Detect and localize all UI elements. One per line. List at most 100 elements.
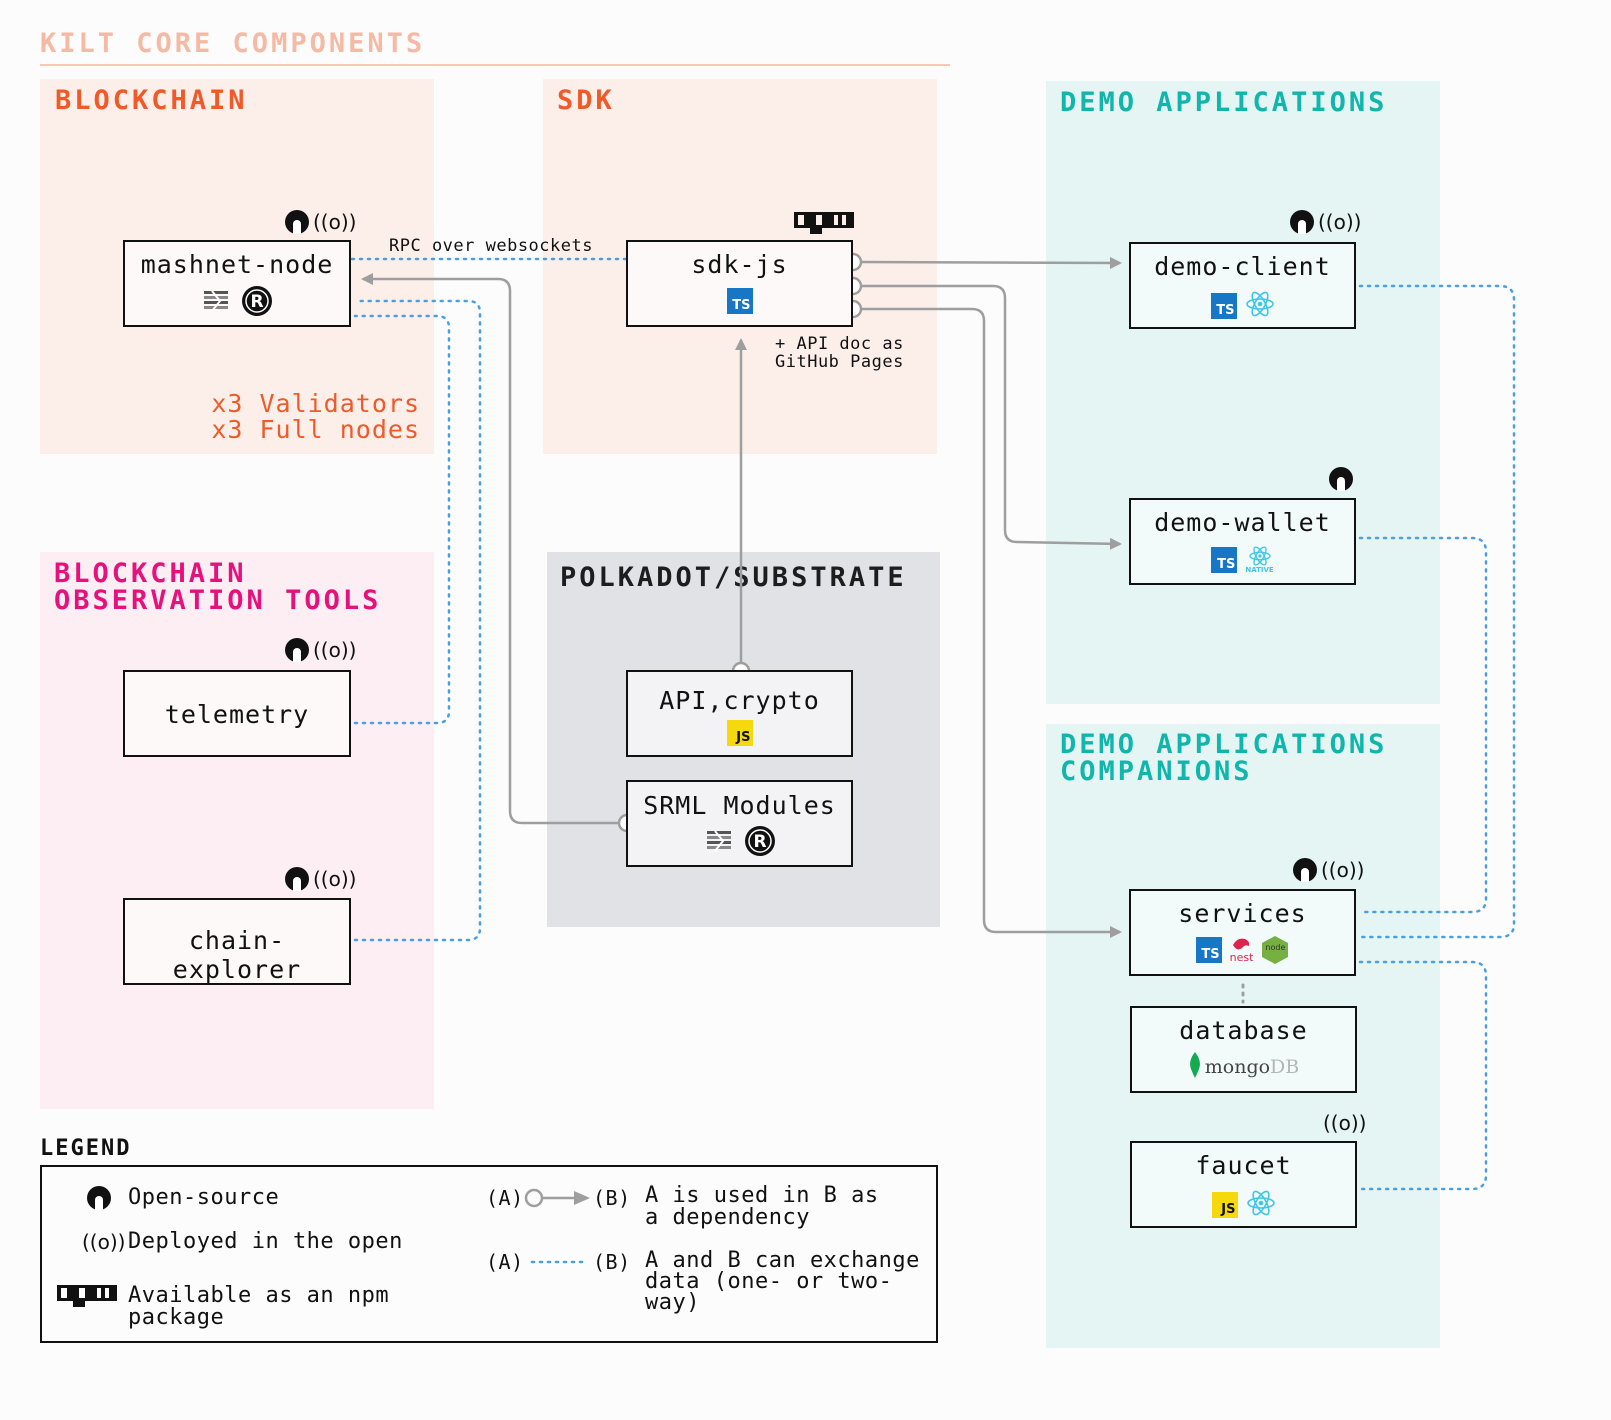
open-source-icon <box>86 1185 112 1215</box>
services-label: services <box>1178 899 1307 928</box>
dep-sdk-to-services <box>862 307 1122 938</box>
substrate-icon <box>703 825 735 861</box>
nodejs-icon: node <box>1261 935 1289 965</box>
mongodb-wordmark: mongoDB <box>1205 1056 1300 1078</box>
react-native-icon: NATIVE <box>1245 546 1274 574</box>
mashnet-node-box[interactable]: mashnet-node R <box>123 240 351 327</box>
open-source-icon <box>1328 466 1354 496</box>
sdk-js-box[interactable]: sdk-js TS <box>626 240 853 327</box>
chain-explorer-label: chain-explorer <box>172 926 302 984</box>
legend-npm-line1: Available as an npm <box>128 1283 390 1308</box>
rust-icon: R <box>240 284 274 322</box>
database-box[interactable]: database mongoDB <box>1130 1006 1357 1093</box>
faucet-box[interactable]: faucet JS <box>1130 1141 1357 1228</box>
nest-icon: nest <box>1229 937 1254 964</box>
nest-label: nest <box>1229 951 1254 964</box>
deployed-icon: ((o)) <box>313 867 357 891</box>
validators-label: x3 Validators <box>211 389 420 418</box>
legend-exchange-line1: A and B can exchange <box>645 1248 920 1273</box>
open-source-icon <box>284 866 310 896</box>
svg-text:R: R <box>753 832 766 852</box>
telemetry-label: telemetry <box>164 700 310 729</box>
mongodb-word-mongo: mongo <box>1204 1056 1271 1078</box>
companions-panel-title-line1: DEMO APPLICATIONS <box>1060 729 1388 760</box>
full-nodes-label: x3 Full nodes <box>211 415 420 444</box>
api-crypto-box[interactable]: API,crypto JS <box>626 670 853 757</box>
deployed-icon: ((o)) <box>82 1230 126 1254</box>
demo-client-label: demo-client <box>1154 252 1331 281</box>
deployed-icon: ((o)) <box>1321 858 1365 882</box>
npm-icon <box>794 212 854 238</box>
legend-exchange-line3: way) <box>645 1290 700 1315</box>
legend-npm-line2: package <box>128 1305 225 1330</box>
companions-panel-title-line2: COMPANIONS <box>1060 756 1253 787</box>
srml-modules-box[interactable]: SRML Modules R <box>626 780 853 867</box>
api-crypto-label: API,crypto <box>659 686 820 715</box>
demo-wallet-box[interactable]: demo-wallet TS NATIVE <box>1129 498 1356 585</box>
telemetry-box[interactable]: telemetry <box>123 670 351 757</box>
deployed-icon: ((o)) <box>1318 210 1362 234</box>
legend-open-source: Open-source <box>128 1185 280 1210</box>
database-label: database <box>1179 1016 1308 1045</box>
dep-sdk-to-demo-client <box>861 256 1122 269</box>
typescript-icon: TS <box>1195 937 1222 963</box>
mashnet-node-label: mashnet-node <box>140 250 334 279</box>
deployed-icon: ((o)) <box>1323 1111 1367 1135</box>
observation-tools-panel <box>40 552 434 1109</box>
title-divider <box>40 64 950 66</box>
legend-exchange-b: (B) <box>593 1250 631 1274</box>
typescript-icon: TS <box>1211 547 1238 573</box>
legend-dependency-line2: a dependency <box>645 1205 810 1230</box>
rust-icon: R <box>743 824 777 862</box>
srml-modules-label: SRML Modules <box>643 791 836 820</box>
dep-srml-to-node <box>361 273 618 825</box>
faucet-label: faucet <box>1195 1151 1292 1180</box>
demo-wallet-label: demo-wallet <box>1154 508 1331 537</box>
link-demo-wallet-services <box>1358 536 1488 914</box>
mongodb-word-db: DB <box>1270 1056 1300 1078</box>
open-source-icon <box>284 209 310 239</box>
javascript-icon: JS <box>726 720 753 746</box>
typescript-icon: TS <box>726 288 753 314</box>
svg-text:R: R <box>250 292 263 312</box>
services-box[interactable]: services TS nest node <box>1129 889 1356 976</box>
chain-explorer-box[interactable]: chain-explorer <box>123 898 351 985</box>
legend-title: LEGEND <box>40 1136 132 1161</box>
link-services-faucet <box>1358 960 1488 1191</box>
mongodb-icon <box>1188 1052 1202 1082</box>
legend-dep-a: (A) <box>486 1186 524 1210</box>
link-chain-explorer-node <box>353 299 482 942</box>
sdk-js-label: sdk-js <box>691 250 788 279</box>
observation-panel-title-line2: OBSERVATION TOOLS <box>54 585 382 616</box>
dep-sdk-to-demo-wallet <box>862 284 1122 550</box>
javascript-icon: JS <box>1211 1192 1238 1218</box>
legend-dependency-arrow <box>524 1188 590 1208</box>
open-source-icon <box>1292 857 1318 887</box>
legend-exchange-a: (A) <box>486 1250 524 1274</box>
link-telemetry-node <box>353 314 451 725</box>
blockchain-panel-title: BLOCKCHAIN <box>55 85 248 116</box>
demo-applications-panel <box>1046 81 1440 704</box>
sdk-panel-title: SDK <box>557 85 615 116</box>
deployed-icon: ((o)) <box>313 210 357 234</box>
api-doc-label-line2: GitHub Pages <box>775 352 904 372</box>
legend-exchange-line <box>530 1260 586 1264</box>
legend-dependency-line1: A is used in B as <box>645 1183 879 1208</box>
open-source-icon <box>1289 209 1315 239</box>
typescript-icon: TS <box>1210 293 1237 319</box>
substrate-icon <box>200 285 232 321</box>
legend-dep-b: (B) <box>593 1186 631 1210</box>
react-icon <box>1245 290 1275 322</box>
polkadot-panel-title: POLKADOT/SUBSTRATE <box>560 562 907 593</box>
diagram-title: KILT CORE COMPONENTS <box>40 28 426 59</box>
observation-panel-title-line1: BLOCKCHAIN <box>54 558 247 589</box>
demo-client-box[interactable]: demo-client TS <box>1129 242 1356 329</box>
legend-box: Open-source ((o)) Deployed in the open A… <box>40 1165 938 1343</box>
legend-deployed: Deployed in the open <box>128 1229 403 1254</box>
api-doc-label-line1: + API doc as <box>775 334 904 354</box>
react-icon <box>1246 1189 1276 1221</box>
nodejs-label: node <box>1265 943 1286 952</box>
link-demo-client-services <box>1358 284 1516 939</box>
react-native-label: NATIVE <box>1245 566 1274 574</box>
